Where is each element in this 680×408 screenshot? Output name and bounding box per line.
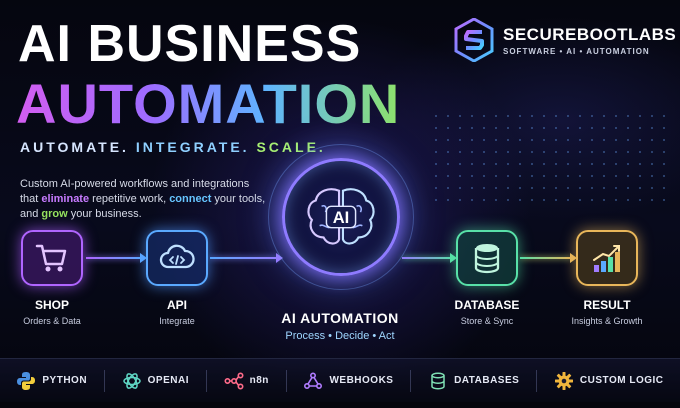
openai-icon (122, 372, 141, 389)
tool-n8n: n8n (224, 366, 269, 396)
hub-label: AI AUTOMATION (281, 310, 399, 326)
desc-part2: repetitive work, (89, 193, 170, 205)
divider (285, 369, 287, 392)
tool-webhooks: WEBHOOKS (303, 366, 393, 396)
arrow-tip (570, 253, 577, 263)
desc-part3: your tools, and (20, 193, 266, 220)
python-icon (17, 371, 36, 390)
divider (410, 369, 412, 392)
desc-part1: Custom AI-powered workflows and integrat… (20, 178, 250, 205)
result-node (576, 230, 638, 286)
tech-stack-bar: PYTHON OPENAI n8n WEBHOOKS (0, 358, 680, 402)
flow-arrow-hub-database (402, 257, 454, 259)
brand-subtitle: SOFTWARE • AI • AUTOMATION (503, 47, 650, 56)
ai-automation-hub: AI (282, 158, 400, 276)
result-label: RESULT (583, 298, 631, 312)
desc-highlight-connect: connect (169, 193, 212, 205)
api-node (146, 230, 208, 286)
background-dot-grid (430, 110, 670, 210)
s-hexagon-logo (454, 18, 494, 62)
webhooks-icon (304, 371, 323, 389)
shopping-cart-icon (35, 244, 67, 272)
tool-webhooks-label: WEBHOOKS (329, 375, 394, 386)
divider (205, 369, 207, 392)
arrow-tip (276, 253, 283, 263)
api-label: API (166, 298, 187, 312)
gear-icon (554, 371, 573, 390)
tool-custom-logic-label: CUSTOM LOGIC (579, 375, 664, 386)
flow-arrow-api-hub (210, 257, 280, 259)
database-node (456, 230, 518, 286)
arrow-tip (140, 253, 147, 263)
tool-databases-label: DATABASES (454, 375, 520, 386)
tool-openai-label: OPENAI (147, 375, 189, 386)
database-icon (474, 244, 500, 274)
hub-sub: Process • Decide • Act (285, 330, 395, 342)
hub-outer-ring (268, 144, 414, 290)
tool-python-label: PYTHON (42, 375, 88, 386)
flow-arrow-database-result (520, 257, 572, 259)
tool-custom-logic: CUSTOM LOGIC (554, 366, 664, 396)
cloud-code-icon (159, 244, 195, 269)
shop-label: SHOP (34, 298, 69, 312)
hub-badge: AI (333, 209, 350, 227)
shop-node (21, 230, 83, 286)
arrow-tip (450, 253, 457, 263)
result-sub: Insights & Growth (571, 316, 643, 326)
brain-icon: AI (307, 188, 375, 245)
desc-highlight-grow: grow (41, 208, 68, 220)
desc-part4: your business. (67, 208, 142, 220)
headline-line1: AI BUSINESS (18, 15, 362, 73)
api-sub: Integrate (159, 316, 195, 326)
description: Custom AI-powered workflows and integrat… (20, 177, 270, 222)
divider (103, 369, 105, 392)
n8n-icon (224, 371, 244, 390)
headline-line2: AUTOMATION (16, 72, 401, 135)
tool-n8n-label: n8n (249, 375, 269, 386)
divider (536, 369, 538, 392)
tagline: AUTOMATE. INTEGRATE. SCALE. (20, 139, 326, 155)
brand-name: SECUREBOOTLABS (503, 25, 677, 44)
database-sub: Store & Sync (460, 316, 514, 326)
tool-openai: OPENAI (122, 366, 189, 396)
tool-databases: DATABASES (428, 366, 519, 396)
database-icon (431, 372, 445, 389)
desc-highlight-eliminate: eliminate (41, 193, 90, 205)
shop-sub: Orders & Data (23, 316, 81, 326)
growth-chart-icon (593, 245, 620, 272)
tagline-scale: SCALE. (256, 139, 326, 155)
tool-python: PYTHON (16, 366, 87, 396)
flow-arrow-shop-api (86, 257, 142, 259)
tagline-automate: AUTOMATE. (20, 139, 129, 155)
database-label: DATABASE (454, 298, 520, 312)
tagline-integrate: INTEGRATE. (135, 139, 250, 155)
